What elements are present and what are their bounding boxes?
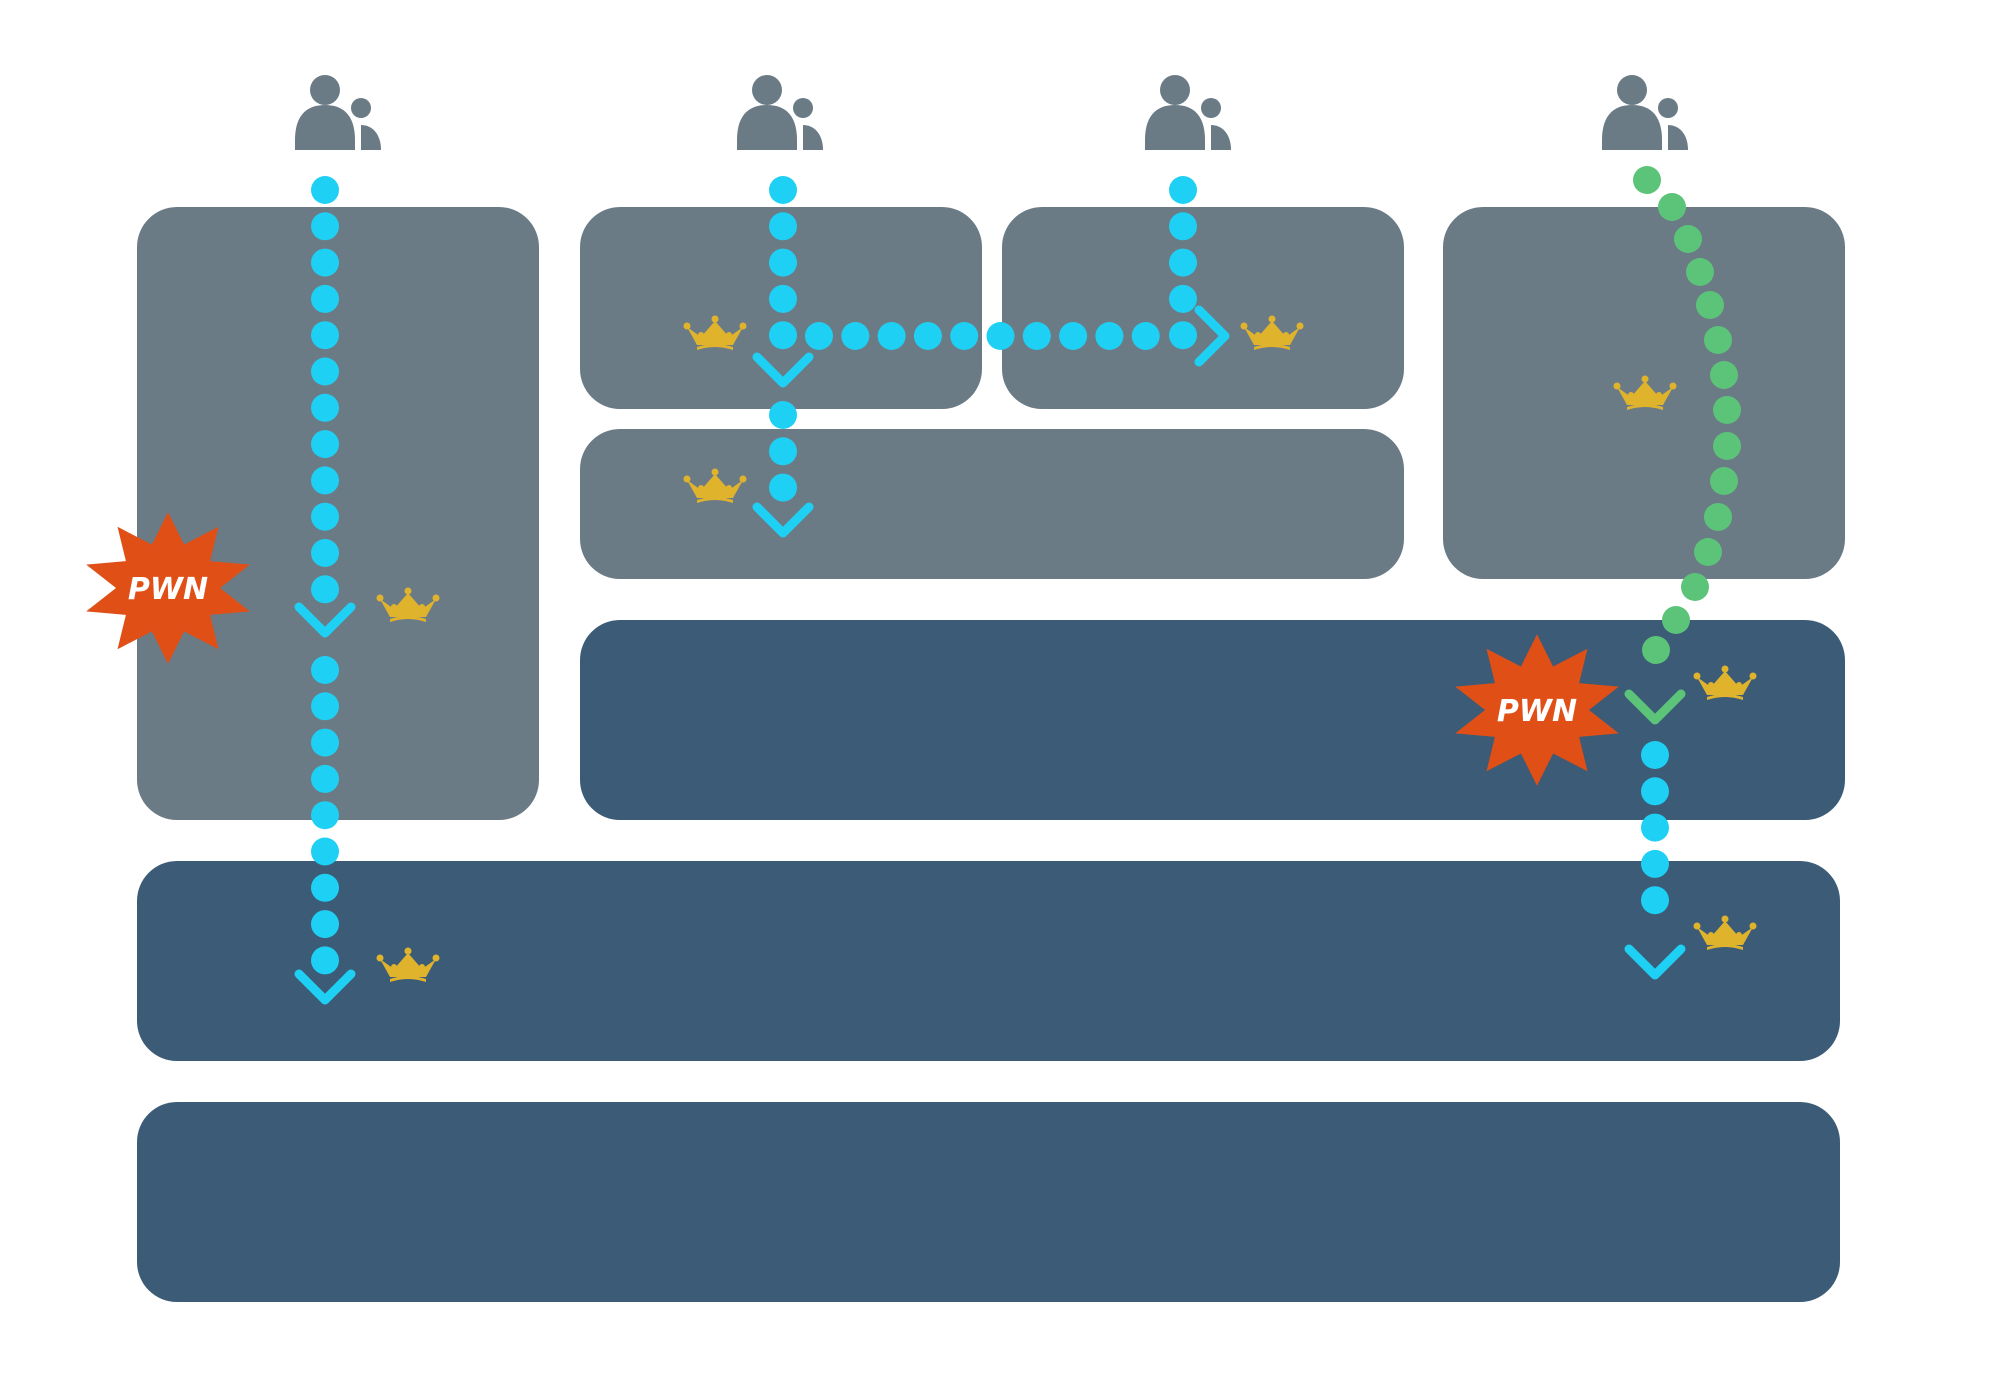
path-dot [311,393,339,422]
path-dot [1704,326,1732,354]
users [295,75,1688,150]
path-dot [1710,361,1738,389]
path-dot [769,321,797,350]
path-dot [950,322,979,350]
explosion-burst-icon [1455,634,1619,786]
path-dot [1641,886,1669,915]
path-dot [1059,322,1088,350]
path-dot [1641,813,1669,842]
path-dot [1131,322,1160,350]
path-dot [311,575,339,604]
path-dot [311,248,339,277]
path-dot [311,502,339,531]
path-dot [1681,573,1709,601]
chevron-arrow-icon [294,969,356,1005]
path-dot [311,284,339,313]
path-dot [311,212,339,241]
path-dot [1095,322,1124,350]
attack-paths [311,166,1741,975]
path-dot [311,656,339,684]
path-dot [1169,284,1197,313]
path-dot [877,322,906,350]
path-dot [1713,396,1741,424]
path-dot [1642,636,1670,664]
path-dot [1641,849,1669,878]
path-dot [1658,193,1686,221]
path-dot [311,692,339,721]
path-dot [1704,503,1732,531]
path-dot [1169,248,1197,277]
path-dot [311,837,339,866]
box-dark-wide-2 [137,1102,1840,1302]
pwn-burst-left: PWN [86,512,250,664]
chevron-arrow-icon [294,602,356,638]
path-dot [1686,258,1714,286]
path-dot [311,801,339,830]
pwn-label: PWN [1497,694,1577,729]
path-dot [986,322,1015,350]
path-dot [311,728,339,757]
path-dot [311,946,339,975]
path-dot [769,284,797,313]
path-dot [311,873,339,902]
path-dot [913,322,942,350]
path-dot [769,473,797,502]
path-dot [1710,467,1738,495]
path-dot [769,437,797,466]
chevron-arrow-icon [1624,944,1686,980]
chevron-arrow-icon [752,502,814,538]
path-dot [1169,212,1197,241]
path-dot [1022,322,1051,350]
path-dot [841,322,870,350]
chevron-arrow-icon [1194,305,1230,367]
path-dot [1169,176,1197,204]
path-dot [1169,321,1197,350]
path-dot [311,176,339,204]
path-dot [1662,606,1690,634]
boxes [137,207,1845,1302]
path-dot [1633,166,1661,194]
path-dot [311,466,339,495]
explosion-burst-icon [86,512,250,664]
path-dot [311,764,339,793]
box-middle-wide [580,429,1404,579]
path-dot [1674,225,1702,253]
path-dot [769,401,797,429]
box-dark-wide-1 [137,861,1840,1061]
path-dot [1696,291,1724,319]
path-dot [1694,538,1722,566]
path-dot [311,910,339,939]
pwn-label: PWN [128,572,208,607]
users-icon [1602,75,1688,150]
users-icon [1145,75,1231,150]
chevron-arrow-icon [752,352,814,388]
chevron-arrow-icon [1624,689,1686,725]
path-dot [311,430,339,459]
users-icon [737,75,823,150]
path-dot [769,212,797,241]
path-dot [311,539,339,567]
path-dot [1641,777,1669,806]
path-dot [1713,432,1741,460]
path-arrows [294,305,1686,1005]
path-dot [769,176,797,204]
path-dot [769,248,797,277]
users-icon [295,75,381,150]
path-dot [805,322,833,350]
path-dot [1641,741,1669,769]
path-dot [311,321,339,350]
pwn-burst-right: PWN [1455,634,1619,786]
path-dot [311,357,339,386]
